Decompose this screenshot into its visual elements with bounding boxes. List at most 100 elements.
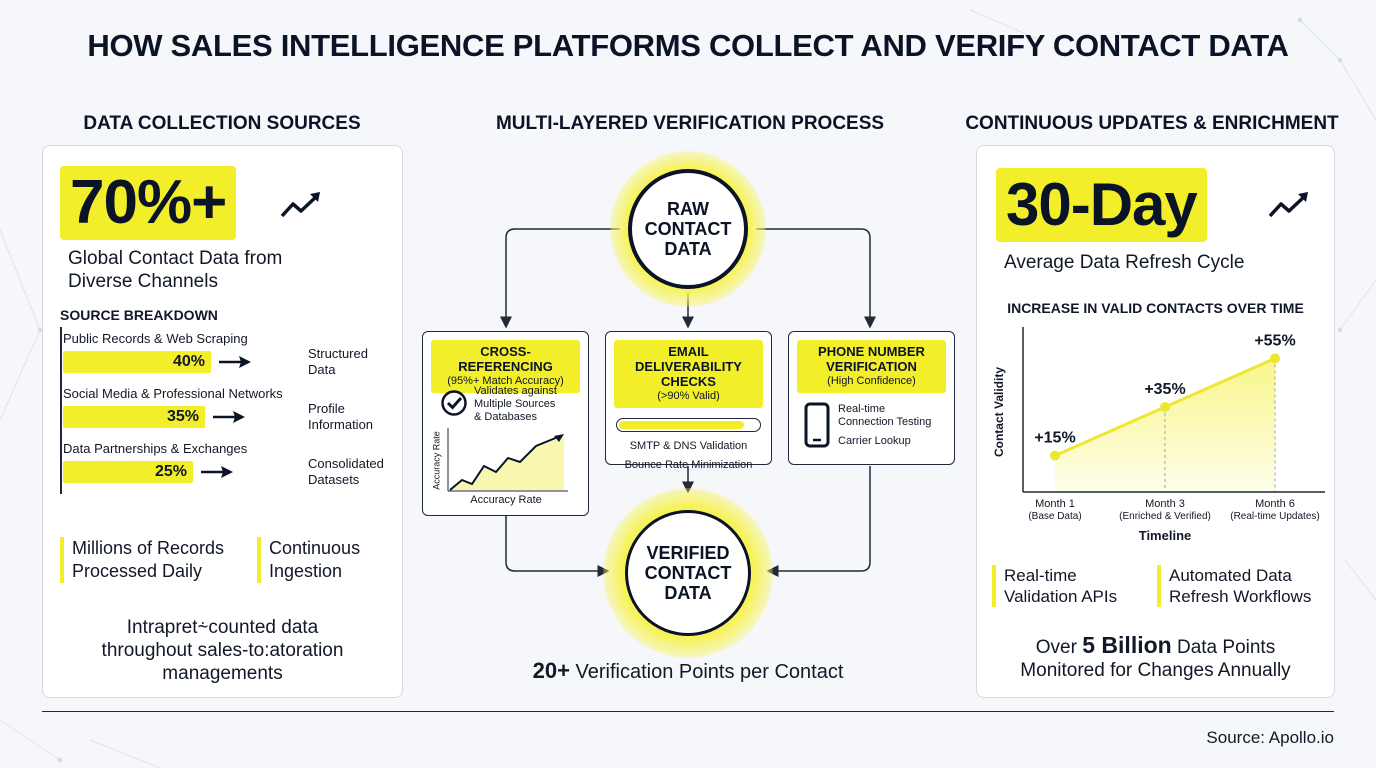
source-result-line: Information [308, 417, 374, 432]
callout-line: Ingestion [269, 561, 343, 581]
left-footer-text: Intrapret⸞counted data throughout sales-… [42, 616, 403, 685]
source-label: Data Partnerships & Exchanges [63, 441, 248, 456]
box-title: CROSS-REFERENCING [458, 344, 553, 374]
stat-description-line-1: Global Contact Data from [68, 248, 283, 269]
box-subtitle: (>90% Valid) [657, 390, 720, 402]
verification-count: 20+ [532, 658, 570, 683]
callout-line: Processed Daily [72, 561, 203, 581]
arrow-right-icon [201, 466, 233, 478]
verification-points-text: 20+ Verification Points per Contact [440, 659, 936, 684]
footer-word: Data Points [1176, 637, 1276, 658]
mobile-phone-icon [804, 402, 830, 448]
footer-line: managements [162, 663, 283, 684]
email-deliverability-box: EMAIL DELIVERABILITY CHECKS (>90% Valid)… [605, 331, 772, 471]
chart-data-label: +15% [1034, 430, 1075, 447]
source-result-line: Data [308, 362, 336, 377]
box-subtitle: (High Confidence) [827, 375, 916, 387]
email-validity-progress-fill [619, 421, 745, 429]
callout-line: Real-time [1004, 566, 1077, 585]
source-result-line: Datasets [308, 472, 360, 487]
chart-data-label: +35% [1144, 381, 1185, 398]
bottom-divider [42, 711, 1334, 712]
callout-line: Automated Data [1169, 566, 1292, 585]
chart-x-axis-label: Timeline [1139, 528, 1192, 543]
stat-description-line-2: Diverse Channels [68, 271, 218, 292]
chart-x-tick-note: (Enriched & Verified) [1119, 511, 1211, 522]
chart-data-point [1160, 402, 1170, 412]
box-title: VERIFICATION [826, 359, 917, 374]
source-bar: 40% [63, 351, 211, 373]
box-title: PHONE NUMBER [818, 344, 925, 359]
callout-automated-refresh: Automated Data Refresh Workflows [1157, 565, 1311, 607]
box-title: CHECKS [661, 374, 716, 389]
footer-line: throughout sales-to:atoration [101, 640, 344, 661]
node-line: DATA [664, 239, 712, 259]
source-credit: Source: Apollo.io [1206, 728, 1334, 747]
box-subtitle: (95%+ Match Accuracy) [447, 375, 564, 387]
callout-line: Continuous [269, 538, 361, 558]
phone-verification-header: PHONE NUMBER VERIFICATION (High Confiden… [797, 340, 946, 393]
source-bar: 35% [63, 406, 205, 428]
right-footer-text: Over 5 Billion Data Points Monitored for… [976, 634, 1335, 682]
node-line: CONTACT [644, 219, 732, 239]
cross-referencing-header: CROSS-REFERENCING (95%+ Match Accuracy) [431, 340, 580, 393]
chart-data-point [1050, 450, 1060, 461]
source-result-line: Structured [308, 346, 368, 361]
box-text-line: & Databases [474, 411, 537, 423]
chart-title: INCREASE IN VALID CONTACTS OVER TIME [1007, 300, 1304, 316]
phone-verification-box: PHONE NUMBER VERIFICATION (High Confiden… [788, 331, 955, 465]
chart-y-axis-label: Contact Validity [992, 367, 1006, 457]
phone-verification-text: Real-time Connection Testing Carrier Loo… [838, 403, 953, 448]
node-line: CONTACT [644, 563, 732, 583]
email-check-line-2: Bounce Rate Minimization [624, 459, 753, 471]
mini-chart-y-label: Accuracy Rate [431, 431, 442, 490]
source-result-line: Profile [308, 401, 345, 416]
node-line: DATA [664, 583, 712, 603]
arrow-right-icon [219, 356, 251, 368]
verified-contact-data-node: VERIFIED CONTACT DATA [625, 510, 751, 636]
refresh-cycle-description: Average Data Refresh Cycle [1004, 252, 1245, 273]
footer-line: Intrapret⸞counted data [126, 617, 319, 638]
node-line: RAW [667, 199, 709, 219]
stat-30-day: 30-Day [996, 168, 1207, 242]
footer-word: Over [1035, 637, 1077, 658]
trend-up-icon [280, 192, 320, 218]
raw-contact-data-node: RAW CONTACT DATA [628, 169, 748, 289]
arrow-right-icon [213, 411, 245, 423]
page-title: HOW SALES INTELLIGENCE PLATFORMS COLLECT… [87, 28, 1289, 63]
valid-contacts-chart: +15%Month 1(Base Data)+35%Month 3(Enrich… [992, 327, 1325, 543]
source-breakdown-list: Public Records & Web Scraping 40% Structur… [63, 331, 403, 491]
box-text-line: Real-time [838, 403, 886, 415]
source-bar: 25% [63, 461, 193, 483]
chart-x-tick-label: Month 6 [1255, 498, 1295, 510]
box-text-line: Connection Testing [838, 416, 932, 428]
callout-millions-records: Millions of Records Processed Daily [60, 537, 224, 583]
verification-count-label: Verification Points per Contact [575, 661, 844, 683]
email-validity-progress-bar [616, 418, 761, 432]
source-result-line: Consolidated [308, 456, 384, 471]
stat-70-percent: 70%+ [60, 166, 237, 240]
callout-continuous-ingestion: Continuous Ingestion [257, 537, 360, 583]
box-text-line: Multiple Sources [474, 398, 556, 410]
callout-line: Validation APIs [1004, 587, 1118, 606]
right-column-heading: CONTINUOUS UPDATES & ENRICHMENT [965, 113, 1339, 134]
chart-data-point [1270, 353, 1280, 364]
box-text-line: Validates against [474, 385, 557, 397]
source-label: Public Records & Web Scraping [63, 331, 248, 346]
checkmark-circle-icon [441, 390, 467, 416]
callout-realtime-apis: Real-time Validation APIs [992, 565, 1117, 607]
email-check-line-1: SMTP & DNS Validation [629, 440, 748, 452]
chart-x-tick-label: Month 1 [1035, 498, 1075, 510]
source-breakdown-title: SOURCE BREAKDOWN [60, 307, 218, 323]
five-billion-value: 5 Billion [1082, 632, 1172, 658]
chart-x-tick-note: (Real-time Updates) [1230, 511, 1319, 522]
footer-line: Monitored for Changes Annually [1020, 660, 1291, 681]
left-column-heading: DATA COLLECTION SOURCES [83, 113, 361, 134]
box-title: EMAIL DELIVERABILITY [635, 344, 742, 374]
breakdown-axis-line [60, 327, 62, 494]
callout-line: Refresh Workflows [1169, 587, 1312, 606]
